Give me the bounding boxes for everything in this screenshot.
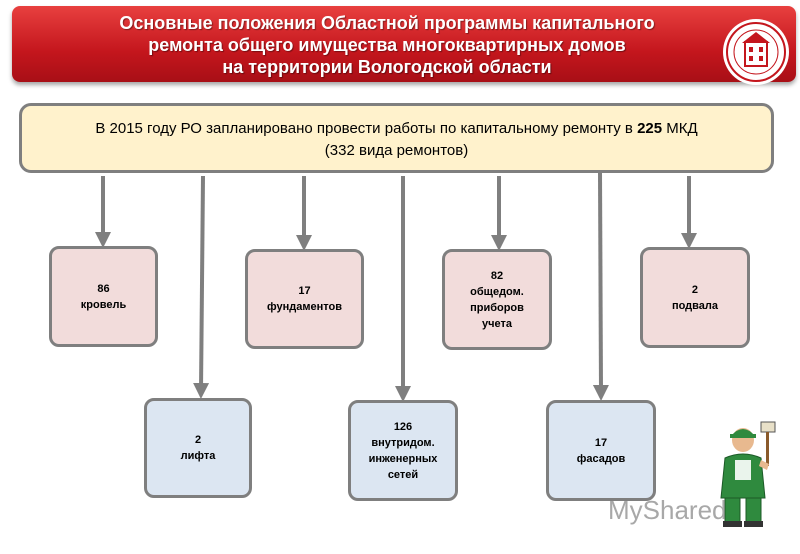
title-line-3: на территории Вологодской области (222, 57, 552, 77)
page-title: Основные положения Областной программы к… (82, 12, 692, 78)
arrow-to-elevators (193, 175, 210, 399)
mkd-count: 225 (637, 120, 663, 137)
header-banner: Основные положения Областной программы к… (12, 6, 796, 85)
watermark-text: MyShared (608, 495, 727, 525)
title-line-2: ремонта общего имущества многоквартирных… (148, 35, 626, 55)
program-summary-box: В 2015 году РО запланировано провести ра… (19, 103, 774, 173)
summary-line-1: В 2015 году РО запланировано провести ра… (95, 120, 698, 137)
emblem-logo (723, 19, 789, 85)
arrow-to-facades (592, 171, 609, 401)
worker-painter-illustration (720, 421, 776, 527)
summary-line-2: (332 вида ремонтов) (324, 142, 469, 159)
title-line-1: Основные положения Областной программы к… (119, 13, 655, 33)
